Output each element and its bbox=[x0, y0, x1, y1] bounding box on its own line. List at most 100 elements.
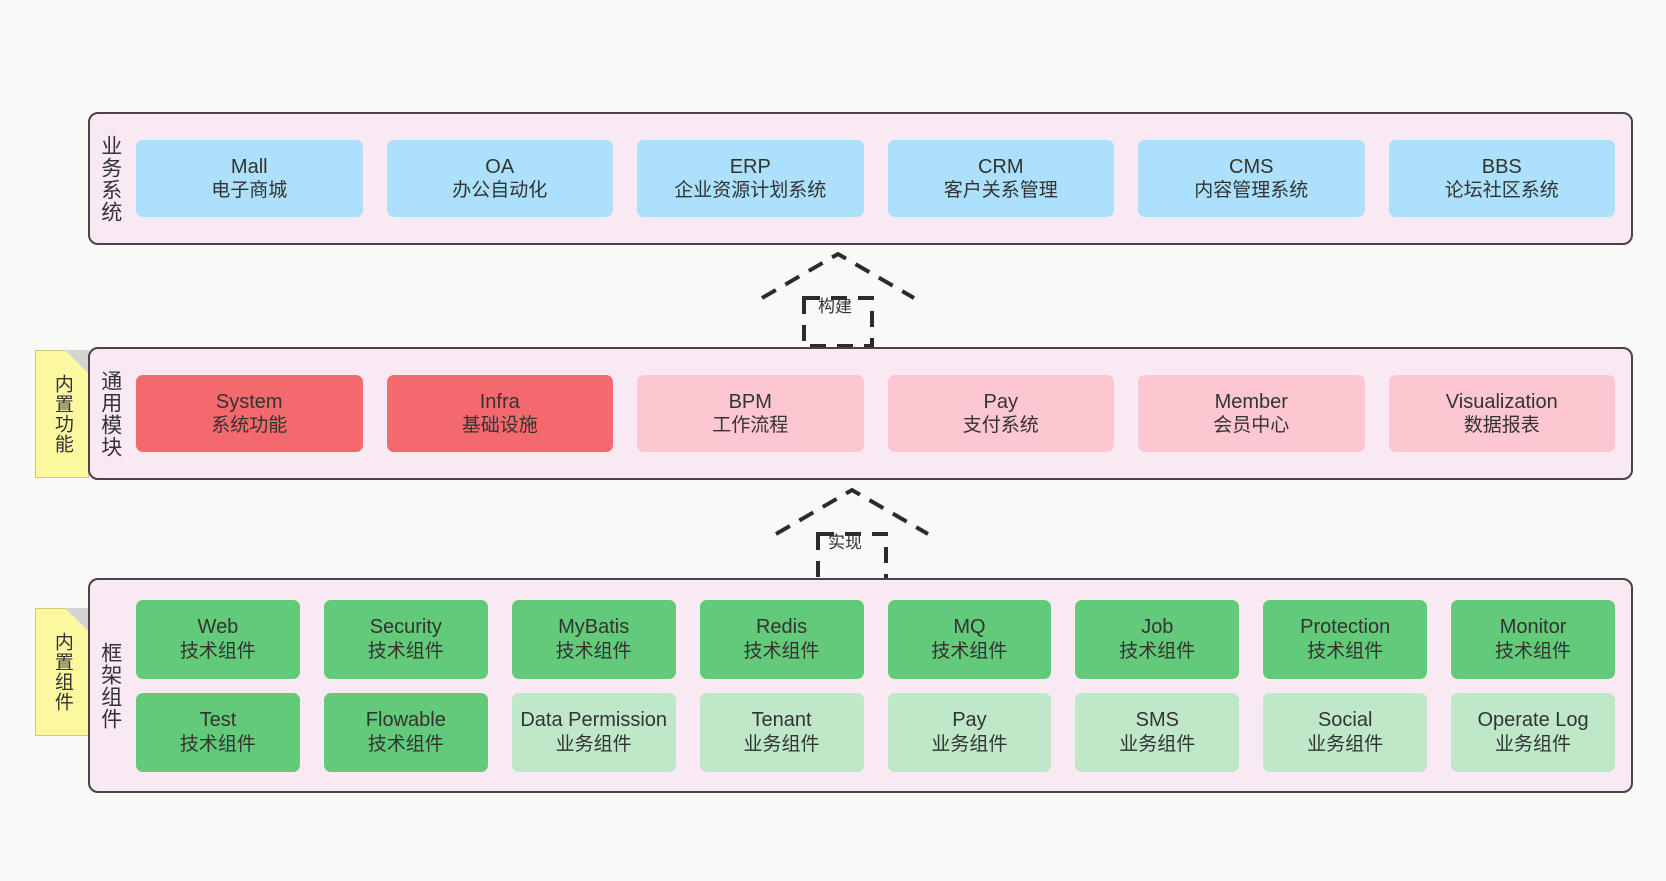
layer-body-modules: System 系统功能 Infra 基础设施 BPM 工作流程 Pay 支付系统… bbox=[130, 349, 1631, 478]
box-title: Test bbox=[199, 709, 237, 732]
box-redis[interactable]: Redis 技术组件 bbox=[699, 599, 864, 679]
box-subtitle: 办公自动化 bbox=[452, 180, 548, 202]
box-title: Pay bbox=[952, 709, 987, 732]
box-subtitle: 内容管理系统 bbox=[1194, 180, 1309, 202]
box-title: BBS bbox=[1481, 155, 1522, 178]
box-infra[interactable]: Infra 基础设施 bbox=[386, 375, 613, 452]
box-subtitle: 技术组件 bbox=[1307, 640, 1384, 662]
layer-title-business: 业务系统 bbox=[98, 134, 122, 223]
box-title: Job bbox=[1141, 616, 1174, 639]
box-subtitle: 技术组件 bbox=[367, 733, 444, 755]
box-subtitle: 会员中心 bbox=[1213, 415, 1290, 437]
box-title: Operate Log bbox=[1477, 709, 1589, 732]
box-title: SMS bbox=[1135, 709, 1179, 732]
box-subtitle: 业务组件 bbox=[931, 733, 1008, 755]
box-mall[interactable]: Mall 电子商城 bbox=[136, 140, 363, 217]
connector-label-build: 构建 bbox=[818, 297, 852, 316]
box-title: Social bbox=[1317, 709, 1373, 732]
box-job[interactable]: Job 技术组件 bbox=[1075, 599, 1240, 679]
arrowhead-open-triangle bbox=[760, 251, 916, 300]
arrowhead-open-triangle bbox=[774, 487, 930, 536]
box-title: MyBatis bbox=[558, 616, 630, 639]
box-crm[interactable]: CRM 客户关系管理 bbox=[887, 140, 1114, 217]
box-subtitle: 技术组件 bbox=[367, 640, 444, 662]
sticky-note-builtin-components: 内置组件 bbox=[35, 608, 89, 736]
box-title: Pay bbox=[983, 390, 1018, 413]
box-title: MQ bbox=[953, 616, 986, 639]
box-protection[interactable]: Protection 技术组件 bbox=[1263, 599, 1428, 679]
connector-label-implement: 实现 bbox=[828, 533, 862, 552]
box-title: Infra bbox=[479, 390, 520, 413]
box-social[interactable]: Social 业务组件 bbox=[1263, 692, 1428, 772]
box-subtitle: 论坛社区系统 bbox=[1444, 180, 1559, 202]
box-row: Mall 电子商城 OA 办公自动化 ERP 企业资源计划系统 CRM 客户关系… bbox=[136, 140, 1615, 217]
box-pay-module[interactable]: Pay 支付系统 bbox=[887, 375, 1114, 452]
box-security[interactable]: Security 技术组件 bbox=[323, 599, 488, 679]
layer-title-modules: 通用模块 bbox=[98, 369, 122, 458]
box-subtitle: 业务组件 bbox=[555, 733, 632, 755]
box-subtitle: 基础设施 bbox=[461, 415, 538, 437]
layer-body-framework: Web 技术组件 Security 技术组件 MyBatis 技术组件 Redi… bbox=[130, 580, 1631, 791]
box-subtitle: 技术组件 bbox=[1495, 640, 1572, 662]
box-title: OA bbox=[485, 155, 515, 178]
box-mybatis[interactable]: MyBatis 技术组件 bbox=[511, 599, 676, 679]
box-subtitle: 技术组件 bbox=[555, 640, 632, 662]
box-sms[interactable]: SMS 业务组件 bbox=[1075, 692, 1240, 772]
box-subtitle: 业务组件 bbox=[1119, 733, 1196, 755]
box-title: Tenant bbox=[751, 709, 812, 732]
layer-body-business: Mall 电子商城 OA 办公自动化 ERP 企业资源计划系统 CRM 客户关系… bbox=[130, 114, 1631, 243]
box-title: Mall bbox=[230, 155, 268, 178]
sticky-note-builtin-features: 内置功能 bbox=[35, 350, 89, 478]
box-row: System 系统功能 Infra 基础设施 BPM 工作流程 Pay 支付系统… bbox=[136, 375, 1615, 452]
box-visualization[interactable]: Visualization 数据报表 bbox=[1388, 375, 1615, 452]
box-title: BPM bbox=[728, 390, 772, 413]
box-subtitle: 技术组件 bbox=[1119, 640, 1196, 662]
box-operate-log[interactable]: Operate Log 业务组件 bbox=[1451, 692, 1615, 772]
box-subtitle: 数据报表 bbox=[1463, 415, 1540, 437]
box-test[interactable]: Test 技术组件 bbox=[136, 692, 300, 772]
box-subtitle: 工作流程 bbox=[712, 415, 789, 437]
box-subtitle: 客户关系管理 bbox=[943, 180, 1058, 202]
box-cms[interactable]: CMS 内容管理系统 bbox=[1138, 140, 1365, 217]
box-title: ERP bbox=[729, 155, 771, 178]
box-monitor[interactable]: Monitor 技术组件 bbox=[1451, 599, 1615, 679]
box-data-permission[interactable]: Data Permission 业务组件 bbox=[511, 692, 676, 772]
box-member[interactable]: Member 会员中心 bbox=[1138, 375, 1365, 452]
box-subtitle: 技术组件 bbox=[931, 640, 1008, 662]
box-row: Test 技术组件 Flowable 技术组件 Data Permission … bbox=[136, 692, 1615, 772]
box-title: Flowable bbox=[365, 709, 446, 732]
box-title: Visualization bbox=[1445, 390, 1558, 413]
layer-title-framework: 框架组件 bbox=[98, 641, 122, 730]
box-subtitle: 业务组件 bbox=[1307, 733, 1384, 755]
box-title: Protection bbox=[1300, 616, 1391, 639]
box-system[interactable]: System 系统功能 bbox=[136, 375, 363, 452]
box-title: Data Permission bbox=[520, 709, 668, 732]
box-subtitle: 技术组件 bbox=[179, 640, 256, 662]
box-erp[interactable]: ERP 企业资源计划系统 bbox=[637, 140, 864, 217]
box-mq[interactable]: MQ 技术组件 bbox=[887, 599, 1052, 679]
box-subtitle: 企业资源计划系统 bbox=[674, 180, 827, 202]
box-subtitle: 技术组件 bbox=[179, 733, 256, 755]
box-title: Member bbox=[1214, 390, 1288, 413]
connector-shaft bbox=[802, 296, 874, 348]
box-oa[interactable]: OA 办公自动化 bbox=[386, 140, 613, 217]
box-tenant[interactable]: Tenant 业务组件 bbox=[699, 692, 864, 772]
box-title: System bbox=[215, 390, 283, 413]
box-web[interactable]: Web 技术组件 bbox=[136, 599, 300, 679]
box-subtitle: 电子商城 bbox=[211, 180, 288, 202]
box-title: Web bbox=[197, 616, 239, 639]
box-flowable[interactable]: Flowable 技术组件 bbox=[323, 692, 488, 772]
box-bpm[interactable]: BPM 工作流程 bbox=[637, 375, 864, 452]
layer-framework-components: 框架组件 Web 技术组件 Security 技术组件 MyBatis 技术组件… bbox=[88, 578, 1633, 793]
box-subtitle: 业务组件 bbox=[1495, 733, 1572, 755]
box-title: Monitor bbox=[1499, 616, 1567, 639]
box-bbs[interactable]: BBS 论坛社区系统 bbox=[1388, 140, 1615, 217]
box-pay-component[interactable]: Pay 业务组件 bbox=[887, 692, 1052, 772]
connector-build: 构建 bbox=[758, 250, 918, 348]
box-subtitle: 业务组件 bbox=[743, 733, 820, 755]
box-title: Redis bbox=[755, 616, 808, 639]
connector-implement: 实现 bbox=[772, 486, 932, 584]
box-title: CMS bbox=[1229, 155, 1274, 178]
box-subtitle: 系统功能 bbox=[211, 415, 288, 437]
